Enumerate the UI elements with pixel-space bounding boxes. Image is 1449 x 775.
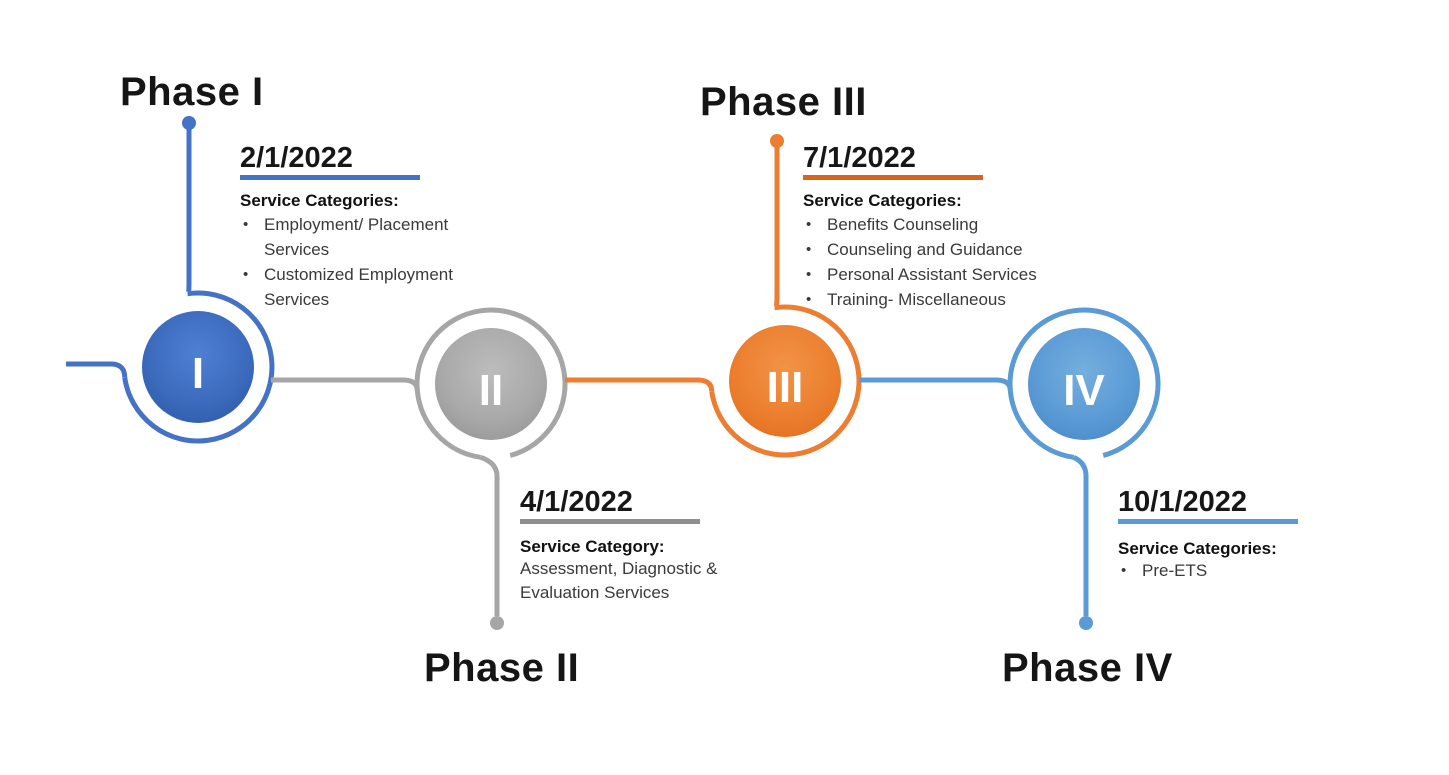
bullet-icon: • xyxy=(1121,562,1127,579)
phase-4-date-rule xyxy=(1118,519,1298,524)
phase-3-date-rule xyxy=(803,175,983,180)
phase-2-date-rule xyxy=(520,519,700,524)
bullet-icon: • xyxy=(243,216,249,233)
phase-3-heading: Service Categories: xyxy=(803,191,962,210)
phase-4-ring-main xyxy=(1007,307,1161,458)
phase-1-stem xyxy=(185,123,192,297)
list-item: •Customized Employment Services xyxy=(240,262,472,312)
phase-3-node-circle xyxy=(729,325,841,437)
phase-4-date: 10/1/2022 xyxy=(1118,486,1248,518)
list-item: •Benefits Counseling xyxy=(803,212,1053,237)
phase-4-stem xyxy=(1072,455,1089,616)
phase-2-title: Phase II xyxy=(424,646,580,690)
phase-3-stem xyxy=(773,141,780,311)
start-connector-line xyxy=(66,361,128,378)
phase-4-ring-left xyxy=(1007,390,1075,460)
phase-4-endpoint-dot xyxy=(1079,616,1093,630)
phase-1-date-rule xyxy=(240,175,420,180)
bullet-icon: • xyxy=(806,266,812,283)
phase-1-numeral: I xyxy=(192,349,204,398)
phase-4-list: •Pre-ETS xyxy=(1118,558,1368,583)
phase-3-list: •Benefits Counseling •Counseling and Gui… xyxy=(803,212,1053,312)
bullet-icon: • xyxy=(806,241,812,258)
phase-2-ring-left xyxy=(414,390,482,460)
phase-4-heading: Service Categories: xyxy=(1118,539,1277,558)
phase-2-ring-main xyxy=(414,307,568,458)
phase-1-heading: Service Categories: xyxy=(240,191,399,210)
bullet-icon: • xyxy=(243,266,249,283)
phase-4-numeral: IV xyxy=(1063,366,1105,415)
list-item: •Counseling and Guidance xyxy=(803,237,1053,262)
phase-1-date: 2/1/2022 xyxy=(240,142,353,174)
phase-2-stem xyxy=(479,454,500,616)
list-item: •Personal Assistant Services xyxy=(803,262,1053,287)
phase-2-node-circle xyxy=(435,328,547,440)
connector-3-4 xyxy=(859,377,1013,391)
phase-3-date: 7/1/2022 xyxy=(803,142,916,174)
phase-3-ring xyxy=(709,304,862,458)
bullet-icon: • xyxy=(806,291,812,308)
phase-1-title: Phase I xyxy=(120,70,264,114)
bullet-icon: • xyxy=(806,216,812,233)
phase-4-title: Phase IV xyxy=(1002,646,1173,690)
connector-2-3 xyxy=(565,377,715,392)
phase-2-heading: Service Category: xyxy=(520,537,665,556)
phase-1-node-circle xyxy=(142,311,254,423)
connector-1-2 xyxy=(271,377,420,391)
phase-4-node-circle xyxy=(1028,328,1140,440)
phase-1-ring xyxy=(122,290,275,444)
phase-3-numeral: III xyxy=(767,363,804,412)
phase-2-endpoint-dot xyxy=(490,616,504,630)
phase-1-list: •Employment/ Placement Services •Customi… xyxy=(240,212,472,312)
phase-3-title: Phase III xyxy=(700,80,867,124)
list-item: •Employment/ Placement Services xyxy=(240,212,472,262)
phase-2-numeral: II xyxy=(479,366,503,415)
phase-2-date: 4/1/2022 xyxy=(520,486,633,518)
list-item: •Training- Miscellaneous xyxy=(803,287,1053,312)
phase-1-endpoint-dot xyxy=(182,116,196,130)
phase-2-body: Assessment, Diagnostic & Evaluation Serv… xyxy=(520,559,718,602)
phase-3-endpoint-dot xyxy=(770,134,784,148)
list-item: •Pre-ETS xyxy=(1118,558,1368,583)
